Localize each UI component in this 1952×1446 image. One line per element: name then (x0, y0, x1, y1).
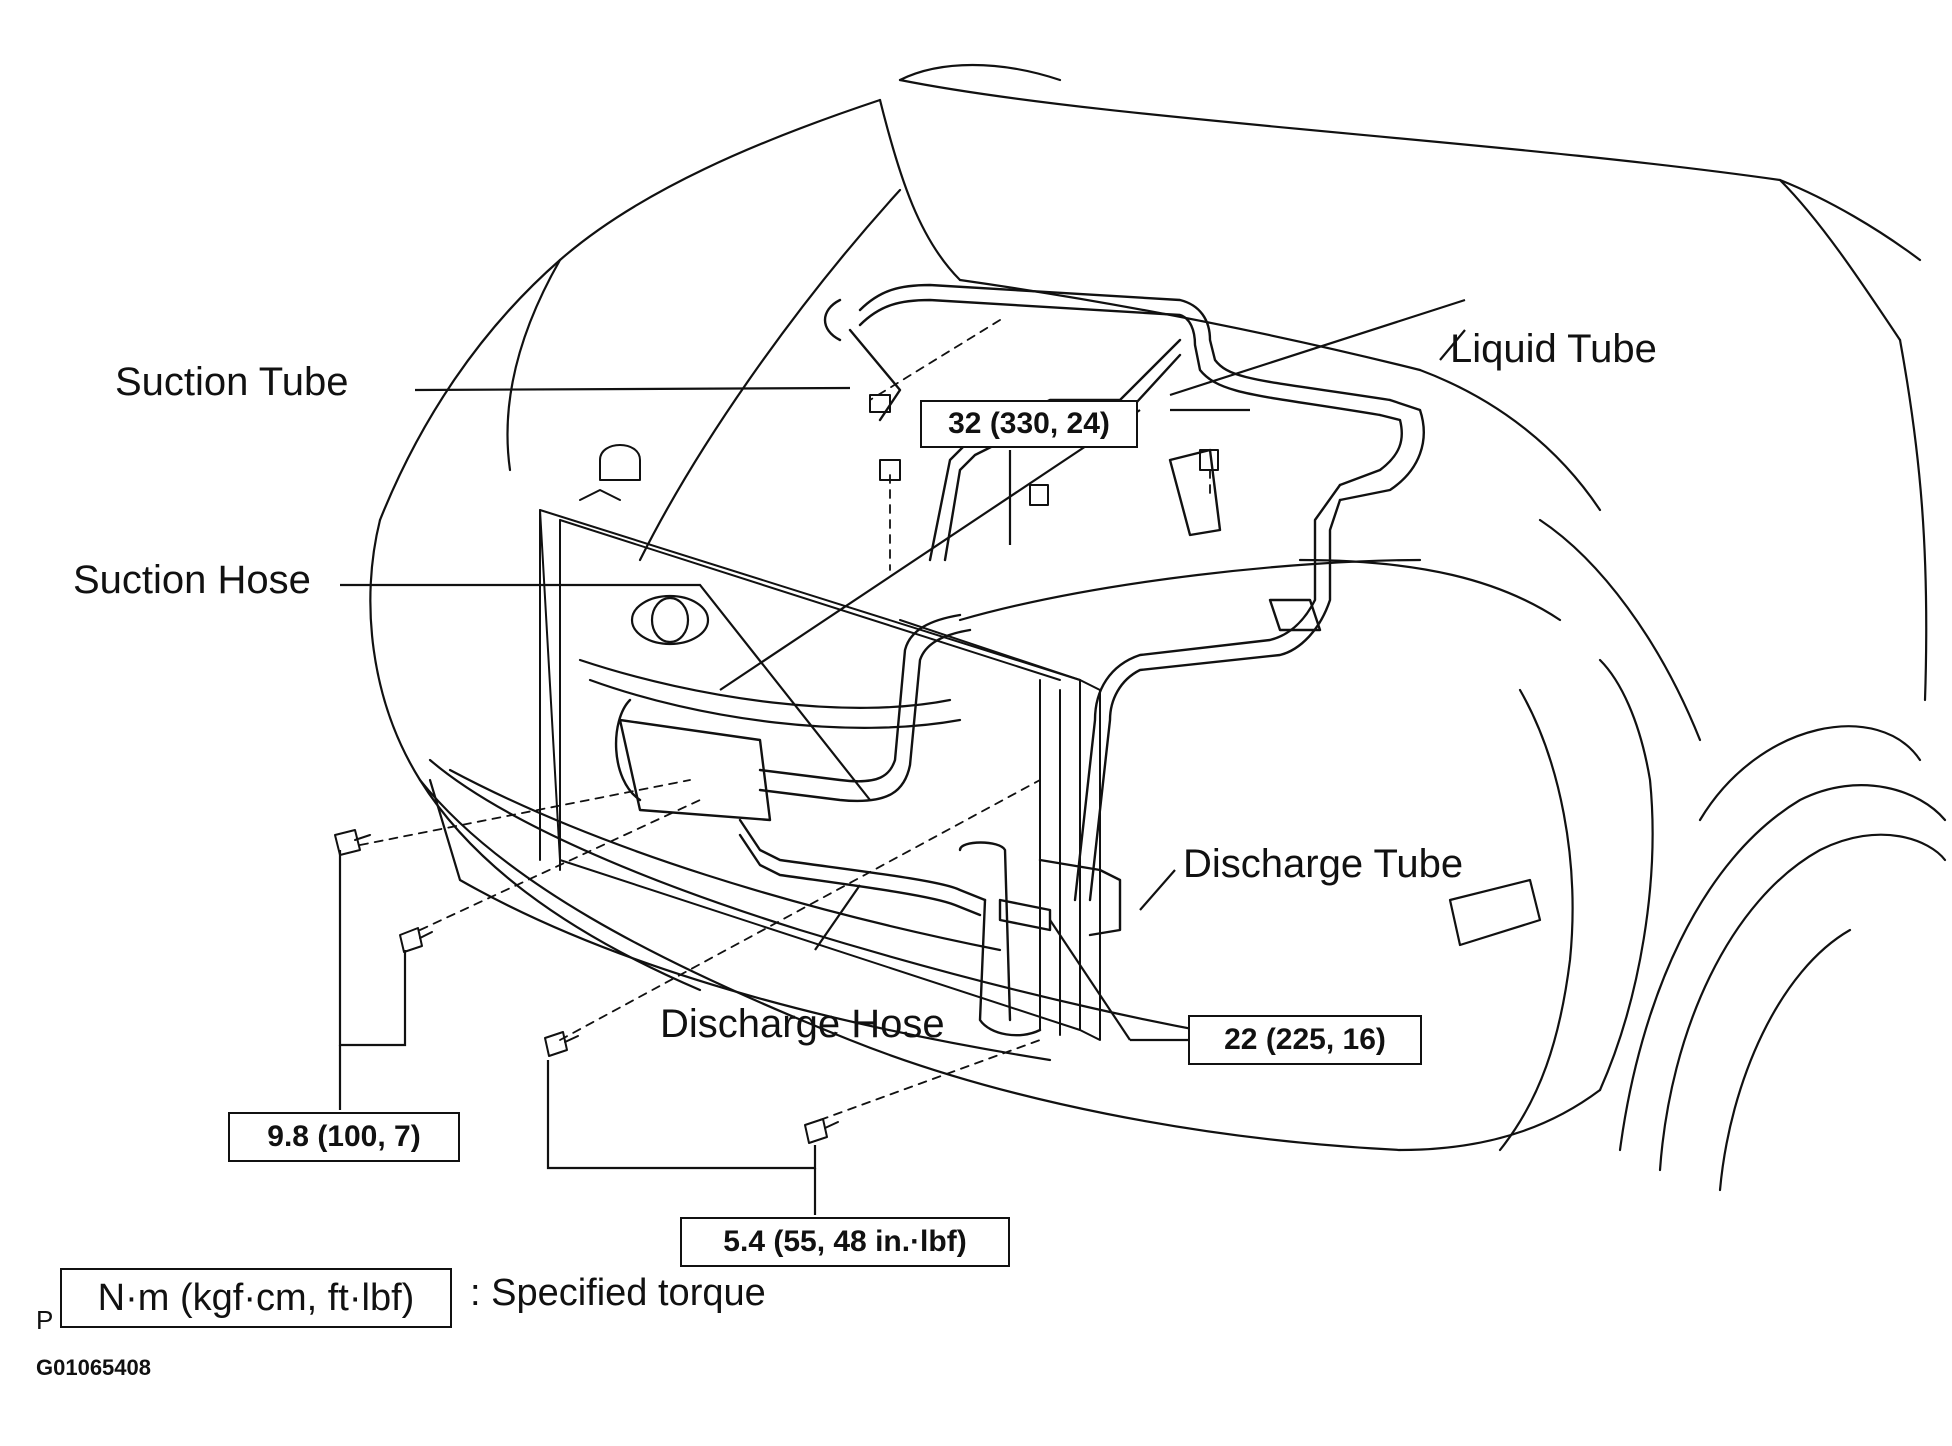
discharge-tube-label: Discharge Tube (1183, 842, 1464, 886)
torque-callout-compressor: 9.8 (100, 7) (228, 1112, 460, 1162)
legend-prefix: P (36, 1305, 54, 1335)
torque-callout-bracket: 5.4 (55, 48 in.·lbf) (680, 1217, 1010, 1267)
torque-callout-condenser: 22 (225, 16) (1188, 1015, 1422, 1065)
liquid-tube-lines (823, 283, 1425, 902)
suction-hose-label: Suction Hose (73, 558, 311, 602)
bolts (334, 394, 1219, 1144)
discharge-hose-label: Discharge Hose (660, 1002, 945, 1046)
torque-callout-liquid-tube: 32 (330, 24) (920, 400, 1138, 448)
radiator-frame (539, 444, 1101, 1041)
liquid-tube-label: Liquid Tube (1450, 327, 1657, 371)
figure-id: G01065408 (36, 1355, 151, 1380)
vehicle-body-outline (369, 63, 1947, 1192)
legend-description: : Specified torque (470, 1272, 766, 1314)
bolt-guide-lines (359, 319, 1211, 1121)
legend-unit-box: N·m (kgf·cm, ft·lbf) (60, 1268, 452, 1328)
compressor-and-hoses (614, 613, 1122, 1037)
leader-lines (338, 298, 1466, 1215)
suction-tube-label: Suction Tube (115, 360, 349, 404)
